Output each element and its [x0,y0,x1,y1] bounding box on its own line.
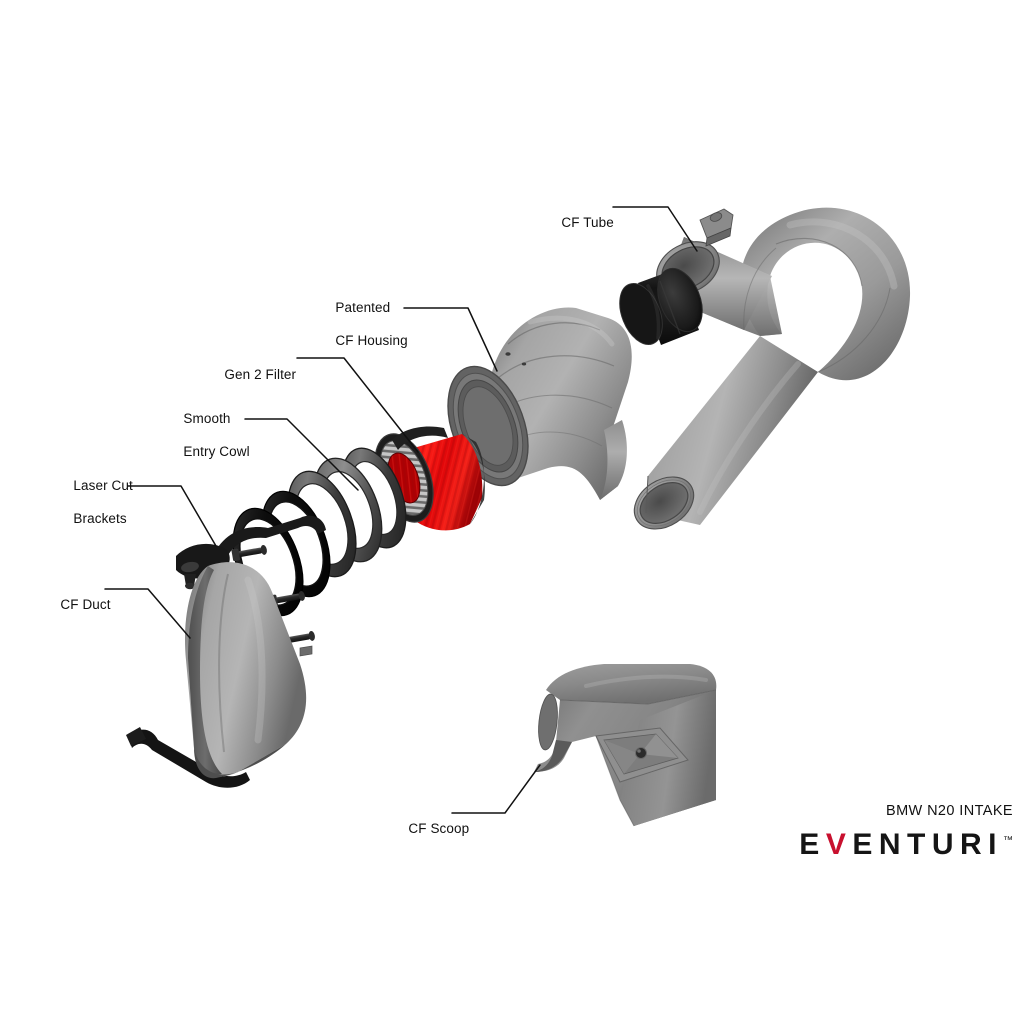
callout-gen2-filter-line1: Gen 2 Filter [224,366,297,382]
part-cf-tube [633,207,911,530]
product-model-title: BMW N20 INTAKE [886,803,1013,819]
part-rubber-coupler [619,267,703,345]
callout-entry-cowl-line2: Entry Cowl [183,443,250,459]
callout-cf-housing-line2: CF Housing [335,332,408,348]
callout-entry-cowl: Smooth Entry Cowl [168,394,250,477]
leader-cf-duct [104,588,191,639]
callout-laser-brackets-line2: Brackets [73,510,127,526]
callout-entry-cowl-line1: Smooth [183,410,231,426]
callout-cf-housing: Patented CF Housing [320,283,408,366]
trademark-symbol: ™ [1003,835,1013,846]
eventuri-logo: EVENTURI™ [799,825,1013,861]
leader-cf-tube [612,206,698,252]
logo-text-left: E [799,828,826,861]
part-cf-scoop [534,664,717,827]
callout-cf-tube: CF Tube [546,198,614,248]
callout-cf-duct-line1: CF Duct [60,596,111,612]
logo-vee-accent: V [825,828,853,861]
callout-gen2-filter: Gen 2 Filter [209,350,296,400]
callout-laser-brackets: Laser Cut Brackets [58,461,133,544]
scoop-mount-boss [595,727,689,783]
logo-text-right: ENTURI [852,828,1003,861]
tube-bracket-tab [699,208,734,247]
leader-laser-brackets [127,485,217,547]
leader-cf-housing [403,307,498,372]
leader-entry-cowl [244,418,359,491]
callout-cf-scoop: CF Scoop [393,804,469,854]
callout-leader-lines [104,206,698,814]
brand-block: BMW N20 INTAKE EVENTURI™ [799,803,1013,861]
part-cf-duct [184,562,313,779]
callout-cf-duct: CF Duct [45,580,111,630]
leader-gen2-filter [296,357,419,453]
callout-cf-housing-line1: Patented [335,299,391,315]
callout-laser-brackets-line1: Laser Cut [73,477,133,493]
callout-cf-scoop-line1: CF Scoop [408,820,470,836]
leader-cf-scoop [451,764,541,814]
callout-cf-tube-line1: CF Tube [561,214,614,230]
